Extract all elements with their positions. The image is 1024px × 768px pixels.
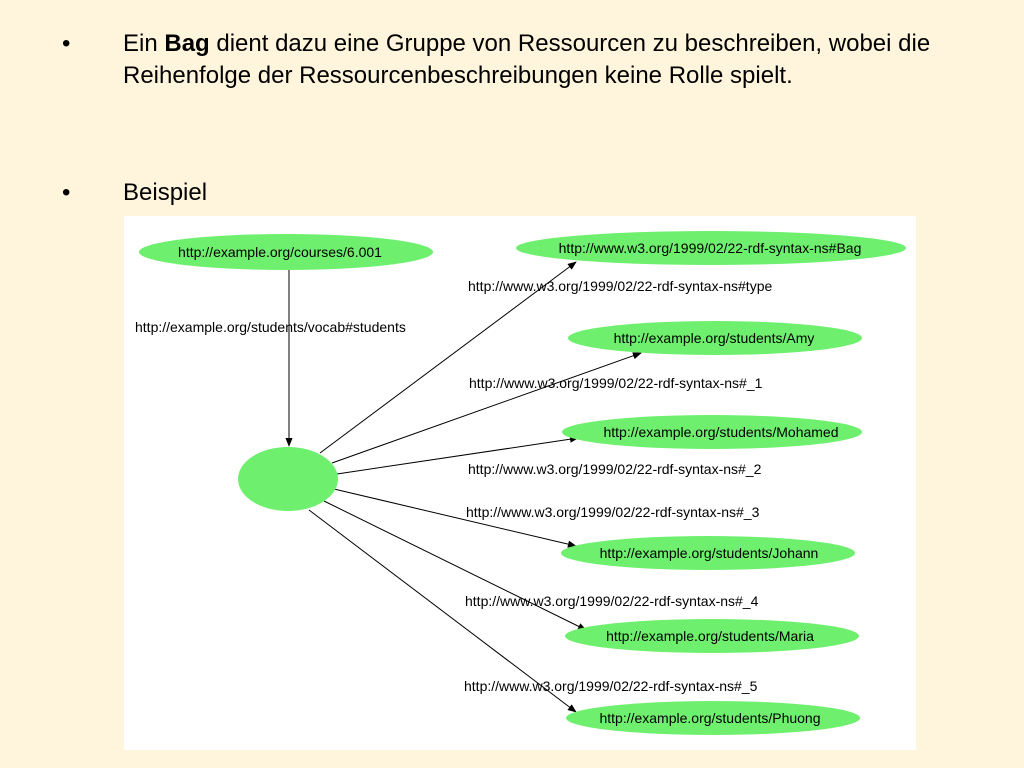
rdf-graph-svg: http://example.org/courses/6.001 http://… (135, 231, 906, 735)
edge-label-member-4: http://www.w3.org/1999/02/22-rdf-syntax-… (465, 593, 759, 609)
node-bag-type-ellipse (516, 231, 906, 265)
node-maria-label: http://example.org/students/Maria (606, 628, 814, 644)
node-course-ellipse (139, 234, 433, 270)
node-johann-ellipse (561, 536, 855, 570)
node-johann-label: http://example.org/students/Johann (600, 545, 819, 561)
edge-member-1 (331, 352, 642, 464)
bullet-text: Beispiel (123, 179, 208, 206)
nodes-group: http://example.org/courses/6.001 http://… (139, 231, 906, 735)
bullet-text-prefix: Ein (123, 30, 165, 57)
node-phuong-ellipse (566, 701, 860, 735)
edge-label-type: http://www.w3.org/1999/02/22-rdf-syntax-… (468, 278, 772, 294)
edge-member-5 (308, 509, 577, 713)
edge-member-3 (333, 488, 577, 548)
bullet-symbol: • (62, 179, 71, 206)
rdf-bag-diagram: http://example.org/courses/6.001 http://… (124, 216, 916, 750)
node-amy-label: http://example.org/students/Amy (614, 330, 815, 346)
edge-label-member-2: http://www.w3.org/1999/02/22-rdf-syntax-… (468, 461, 762, 477)
node-phuong-label: http://example.org/students/Phuong (599, 710, 820, 726)
node-bag-type-label: http://www.w3.org/1999/02/22-rdf-syntax-… (559, 240, 862, 256)
bullet-text-bold-term: Bag (164, 30, 210, 57)
node-mohamed-label: http://example.org/students/Mohamed (603, 424, 838, 440)
edge-label-member-3: http://www.w3.org/1999/02/22-rdf-syntax-… (466, 504, 760, 520)
edge-member-2 (336, 435, 579, 475)
edge-member-4 (323, 500, 587, 631)
edge-type (319, 261, 577, 454)
edge-label-member-1: http://www.w3.org/1999/02/22-rdf-syntax-… (469, 375, 763, 391)
bullet-text: Ein Bag dient dazu eine Gruppe von Resso… (123, 28, 983, 92)
bullet-symbol: • (62, 30, 71, 57)
node-course-label: http://example.org/courses/6.001 (178, 244, 382, 260)
edges-group (285, 261, 642, 713)
node-maria-ellipse (565, 619, 859, 653)
bullet-text-suffix: dient dazu eine Gruppe von Ressourcen zu… (123, 30, 931, 89)
node-mohamed-ellipse (562, 415, 862, 449)
edge-labels-group: http://example.org/students/vocab#studen… (135, 278, 772, 694)
edge-label-students: http://example.org/students/vocab#studen… (135, 319, 406, 335)
node-blank-bag (238, 447, 338, 511)
node-amy-ellipse (568, 321, 862, 355)
edge-label-member-5: http://www.w3.org/1999/02/22-rdf-syntax-… (464, 678, 758, 694)
